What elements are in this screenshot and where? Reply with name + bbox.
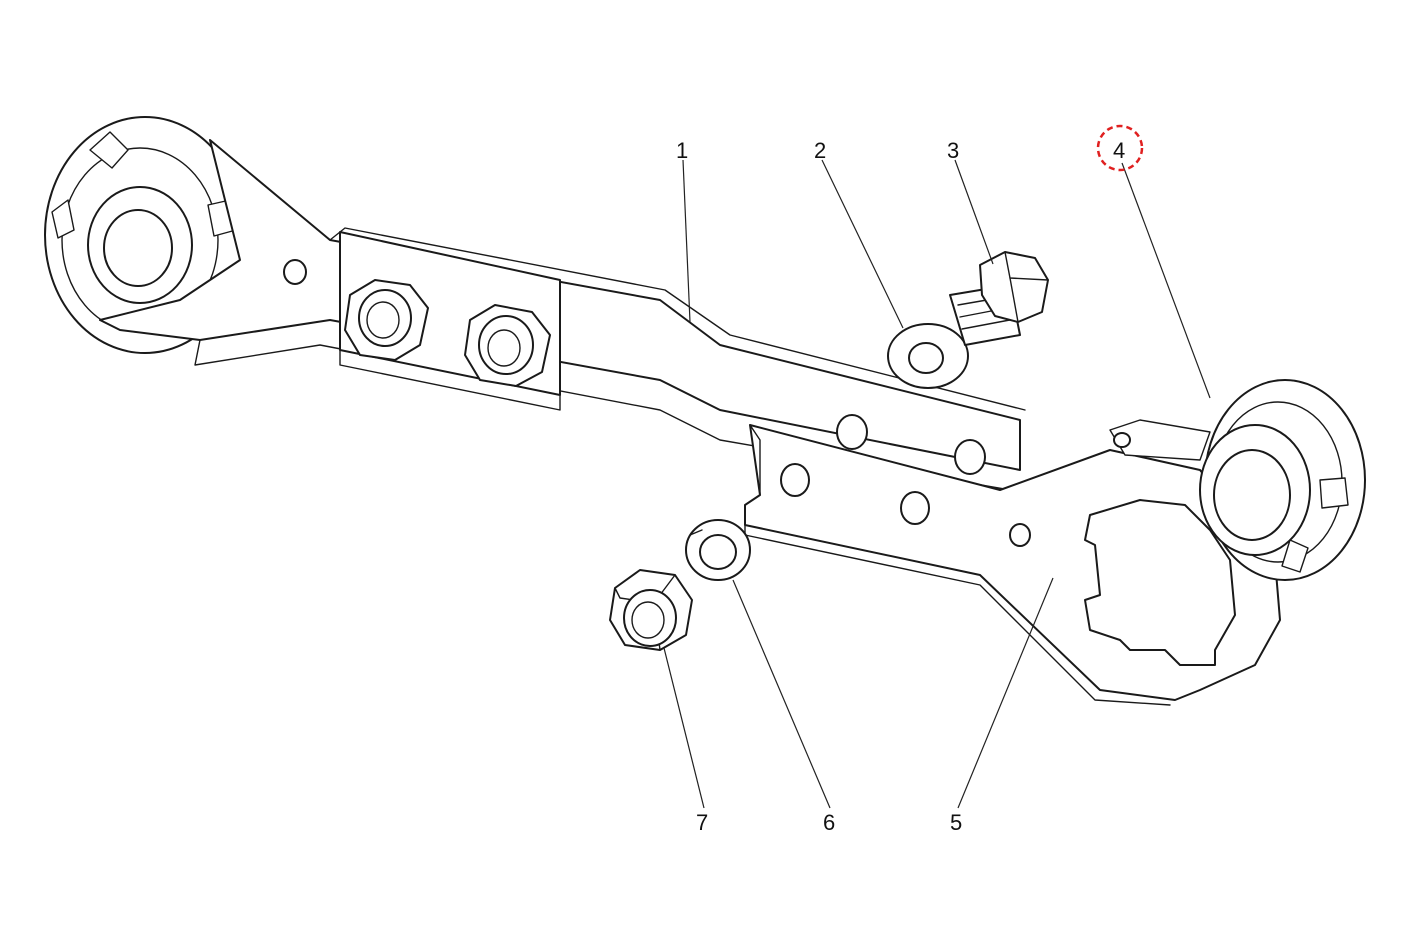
callout-6: 6 [823,810,835,835]
callout-5: 5 [950,810,962,835]
leader-3 [954,159,994,265]
leader-4 [1121,162,1211,399]
flat-washer [887,323,969,389]
hex-nut [609,569,693,651]
leader-2 [821,159,904,329]
wrench-arm-lower [744,424,1281,706]
leader-5 [957,577,1054,809]
callout-labels: 1 2 3 4 5 6 7 [676,138,1125,835]
ring-head-right [1109,379,1366,581]
callout-3: 3 [947,138,959,163]
wrench-arm-upper [44,116,1026,491]
callout-4: 4 [1113,138,1125,163]
callout-7: 7 [696,810,708,835]
mounted-nut-left [344,279,429,361]
callout-highlight-ring [1096,124,1144,172]
leader-1 [682,159,691,323]
leader-7 [663,647,705,809]
lock-washer [685,519,751,581]
callout-2: 2 [814,138,826,163]
bolt [949,251,1049,346]
mounted-nut-right [464,304,551,387]
leader-6 [732,579,831,809]
callout-1: 1 [676,138,688,163]
leader-lines [663,159,1211,809]
